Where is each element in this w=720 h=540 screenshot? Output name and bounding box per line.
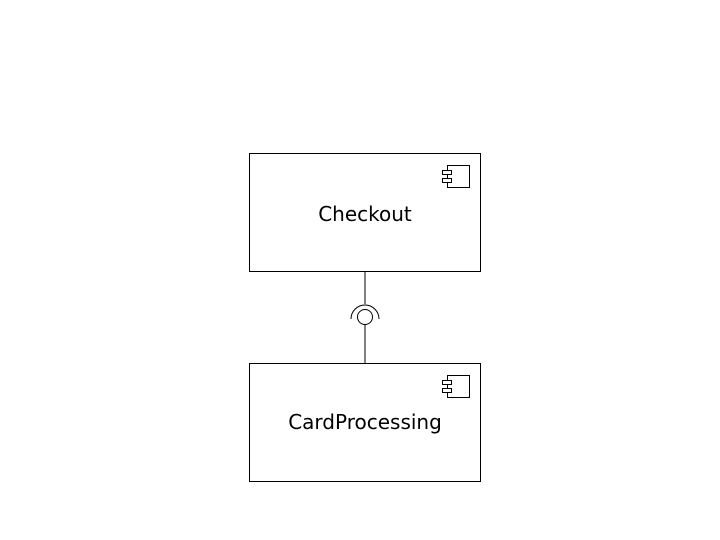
- component-icon: [442, 165, 470, 188]
- card-processing-component[interactable]: CardProcessing: [249, 363, 481, 482]
- card-processing-label: CardProcessing: [288, 410, 442, 434]
- interface-connector: [350, 272, 380, 363]
- checkout-component[interactable]: Checkout: [249, 153, 481, 272]
- ball-icon: [357, 309, 373, 325]
- checkout-label: Checkout: [318, 202, 412, 226]
- component-icon: [442, 375, 470, 398]
- socket-icon: [350, 304, 380, 320]
